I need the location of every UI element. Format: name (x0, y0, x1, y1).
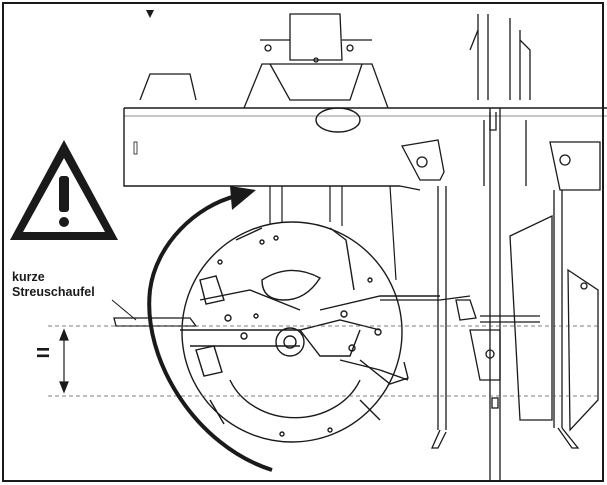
disc-mount (269, 185, 471, 301)
curved-arrow-icon (147, 186, 273, 472)
main-beam (123, 107, 607, 191)
double-headed-arrow-icon (59, 328, 69, 394)
equal-sign: = (36, 340, 51, 367)
label-leader-line (111, 299, 137, 321)
short-paddle-label: kurze Streuschaufel (12, 270, 95, 300)
top-housing (139, 13, 389, 109)
shaft-assembly (469, 14, 531, 480)
short-paddle (113, 317, 198, 327)
reference-lines (48, 325, 600, 397)
spreader-disc (180, 221, 440, 443)
paddle-arms (401, 139, 601, 449)
top-marker-icon (146, 10, 154, 18)
warning-triangle-icon (10, 140, 118, 240)
label-line-1: kurze (12, 270, 45, 284)
paddle-blade (455, 214, 599, 432)
label-line-2: Streuschaufel (12, 285, 95, 299)
